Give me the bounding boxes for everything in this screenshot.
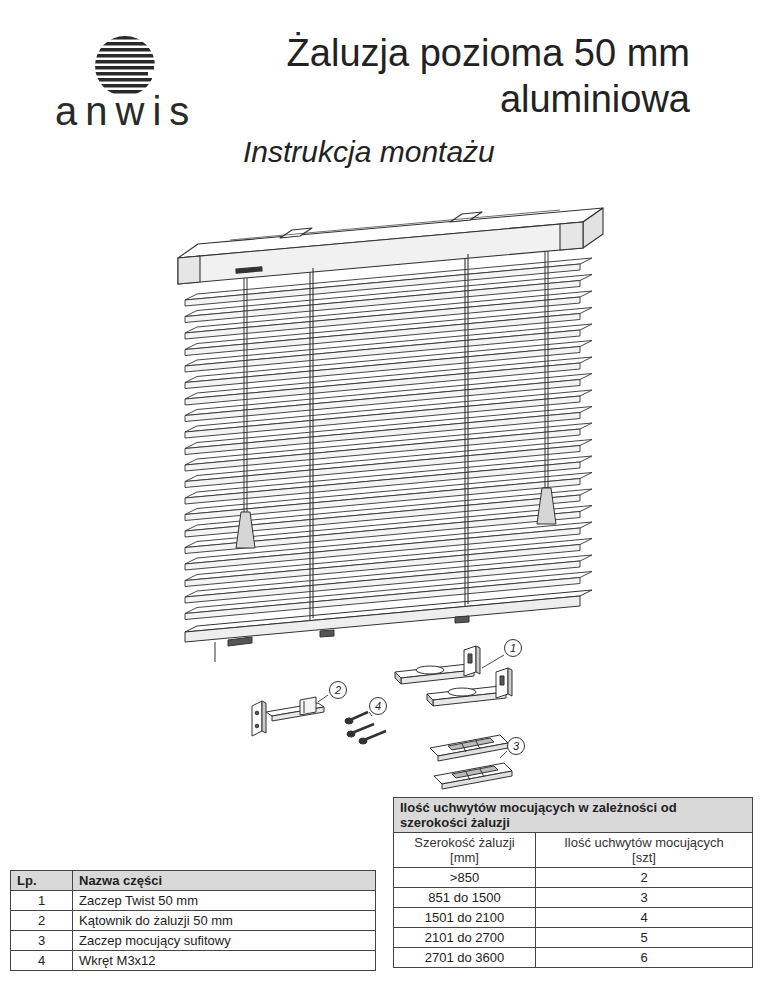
table-cell: Ilość uchwytów mocujących w zależności o… xyxy=(394,798,753,833)
ceiling-clip xyxy=(430,735,508,761)
table-cell-text: Zaczep mocujący sufitowy xyxy=(79,933,231,948)
callout-circle: 3 xyxy=(507,737,525,755)
table-cell: 2 xyxy=(11,911,73,931)
table-cell: 4 xyxy=(11,951,73,971)
leader-lines xyxy=(318,655,507,758)
logo-text: anwis xyxy=(55,90,197,132)
table-row: 851 do 1500 3 xyxy=(394,888,753,908)
title-text: Żaluzja pozioma 50 mm aluminiowa xyxy=(220,30,690,122)
table-cell-text: 851 do 1500 xyxy=(428,890,500,905)
table-cell: 2101 do 2700 xyxy=(394,928,536,948)
table-cell: Zaczep mocujący sufitowy xyxy=(73,931,376,951)
table-cell-text: 3 xyxy=(38,933,45,948)
table-cell-text: Ilość uchwytów mocujących [szt] xyxy=(554,835,734,865)
ceiling-clip xyxy=(434,763,512,789)
table-row: 4 Wkręt M3x12 xyxy=(11,951,376,971)
table-cell-text: Szerokość żaluzji [mm] xyxy=(405,835,525,865)
table-cell-text: Lp. xyxy=(17,873,37,888)
table-cell: Ilość uchwytów mocujących [szt] xyxy=(536,833,753,868)
slats xyxy=(185,258,592,620)
table-row: Lp. Nazwa części xyxy=(11,871,376,891)
table-cell-text: 4 xyxy=(38,953,45,968)
table-cell-text: 2701 do 3600 xyxy=(425,950,505,965)
angle-bracket xyxy=(252,697,324,736)
table-cell: 6 xyxy=(536,948,753,968)
table-cell: 3 xyxy=(536,888,753,908)
table-cell: Nazwa części xyxy=(73,871,376,891)
table-cell: 851 do 1500 xyxy=(394,888,536,908)
table-row: 2101 do 2700 5 xyxy=(394,928,753,948)
table-cell-text: Wkręt M3x12 xyxy=(79,953,156,968)
table-cell-text: 1 xyxy=(38,893,45,908)
table-cell: Zaczep Twist 50 mm xyxy=(73,891,376,911)
table-row: 1501 do 2100 4 xyxy=(394,908,753,928)
subtitle: Instrukcja montażu xyxy=(243,134,495,170)
callout-number: 1 xyxy=(510,642,516,654)
table-cell-text: 2 xyxy=(38,913,45,928)
table-cell-text: 3 xyxy=(640,890,647,905)
table-cell-text: Ilość uchwytów mocujących w zależności o… xyxy=(400,800,690,830)
table-cell-text: 6 xyxy=(640,950,647,965)
table-cell: 3 xyxy=(11,931,73,951)
twist-clip xyxy=(395,646,480,684)
table-cell: Szerokość żaluzji [mm] xyxy=(394,833,536,868)
table-cell-text: 4 xyxy=(640,910,647,925)
table-cell-text: Zaczep Twist 50 mm xyxy=(79,893,198,908)
table-row: Szerokość żaluzji [mm] Ilość uchwytów moc… xyxy=(394,833,753,868)
table-row: 2 Kątownik do żaluzji 50 mm xyxy=(11,911,376,931)
table-cell: 4 xyxy=(536,908,753,928)
table-row: 3 Zaczep mocujący sufitowy xyxy=(11,931,376,951)
table-row: >850 2 xyxy=(394,868,753,888)
ladder-strings xyxy=(310,254,468,621)
table-cell: >850 xyxy=(394,868,536,888)
logo-mark xyxy=(90,36,160,94)
table-cell-text: 2101 do 2700 xyxy=(425,930,505,945)
table-cell-text: Kątownik do żaluzji 50 mm xyxy=(79,913,233,928)
callout-number: 3 xyxy=(513,740,519,752)
table-cell: Wkręt M3x12 xyxy=(73,951,376,971)
table-row: 1 Zaczep Twist 50 mm xyxy=(11,891,376,911)
bottom-rail xyxy=(185,590,592,662)
table-row: 2701 do 3600 6 xyxy=(394,948,753,968)
table-cell: 1 xyxy=(11,891,73,911)
table-cell-text: Nazwa części xyxy=(79,873,162,888)
callout-circle: 2 xyxy=(329,681,347,699)
callout-circle: 1 xyxy=(504,639,522,657)
table-cell: 2701 do 3600 xyxy=(394,948,536,968)
table-cell: 1501 do 2100 xyxy=(394,908,536,928)
twist-clip xyxy=(427,668,512,706)
table-cell-text: 5 xyxy=(640,930,647,945)
table-cell: Kątownik do żaluzji 50 mm xyxy=(73,911,376,931)
table-cell-text: 1501 do 2100 xyxy=(425,910,505,925)
table-cell-text: >850 xyxy=(450,870,479,885)
table-cell: 5 xyxy=(536,928,753,948)
table-row: Ilość uchwytów mocujących w zależności o… xyxy=(394,798,753,833)
table-cell: 2 xyxy=(536,868,753,888)
callout-number: 2 xyxy=(335,684,341,696)
table-cell: Lp. xyxy=(11,871,73,891)
parts-table: Lp. Nazwa części 1 Zaczep Twist 50 mm 2 Kątow… xyxy=(10,870,376,971)
bracket-count-table: Ilość uchwytów mocujących w zależności o… xyxy=(393,797,753,968)
callout-number: 4 xyxy=(375,700,381,712)
callout-circle: 4 xyxy=(369,697,387,715)
pull-cords xyxy=(236,251,556,548)
table-cell-text: 2 xyxy=(640,870,647,885)
screws xyxy=(345,712,386,744)
